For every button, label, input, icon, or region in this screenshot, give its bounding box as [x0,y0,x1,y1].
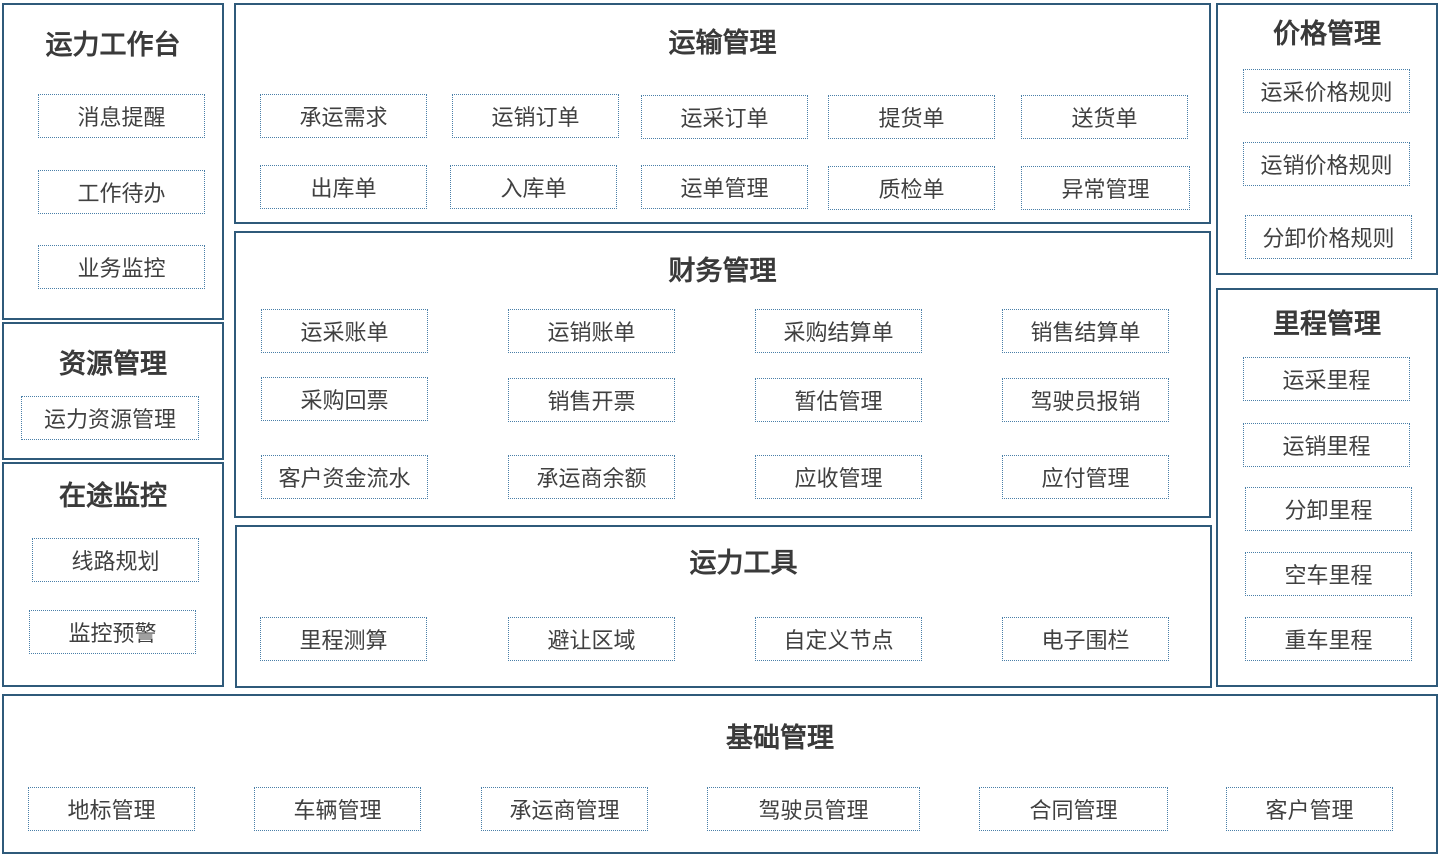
item-receivables[interactable]: 应收管理 [755,455,922,499]
item-mileage-calculation[interactable]: 里程测算 [260,617,427,661]
item-exception-management[interactable]: 异常管理 [1021,166,1190,210]
item-purchase-price-rule[interactable]: 运采价格规则 [1243,69,1410,113]
workbench-title: 运力工作台 [45,30,181,61]
item-payables[interactable]: 应付管理 [1002,455,1169,499]
panel-mileage: 里程管理 运采里程 运销里程 分卸里程 空车里程 重车里程 [1216,288,1438,687]
item-sales-transport-order[interactable]: 运销订单 [452,94,619,138]
transit-title: 在途监控 [59,481,167,512]
item-split-unload-mileage[interactable]: 分卸里程 [1245,487,1412,531]
item-sales-price-rule[interactable]: 运销价格规则 [1243,142,1410,186]
item-sales-transport-bill[interactable]: 运销账单 [508,309,675,353]
panel-resource: 资源管理 运力资源管理 [2,322,224,460]
item-purchase-transport-order[interactable]: 运采订单 [641,95,808,139]
finance-title: 财务管理 [668,256,777,287]
item-sales-mileage[interactable]: 运销里程 [1243,423,1410,467]
panel-finance: 财务管理 运采账单 运销账单 采购结算单 销售结算单 采购回票 销售开票 暂估管… [234,231,1211,518]
item-custom-node[interactable]: 自定义节点 [755,617,922,661]
item-inbound-order[interactable]: 入库单 [450,165,617,209]
item-split-unload-price-rule[interactable]: 分卸价格规则 [1245,215,1412,259]
panel-tools: 运力工具 里程测算 避让区域 自定义节点 电子围栏 [235,525,1212,688]
mileage-title: 里程管理 [1273,309,1381,340]
item-quality-inspection[interactable]: 质检单 [828,166,995,210]
item-avoidance-area[interactable]: 避让区域 [508,617,675,661]
item-customer-management[interactable]: 客户管理 [1226,787,1393,831]
item-vehicle-management[interactable]: 车辆管理 [254,787,421,831]
panel-transit: 在途监控 线路规划 监控预警 [2,462,224,687]
item-loaded-vehicle-mileage[interactable]: 重车里程 [1245,617,1412,661]
resource-title: 资源管理 [59,349,167,380]
item-carrier-balance[interactable]: 承运商余额 [508,455,675,499]
tools-title: 运力工具 [689,548,798,579]
item-monitor-warning[interactable]: 监控预警 [29,610,196,654]
panel-transport: 运输管理 承运需求 运销订单 运采订单 提货单 送货单 出库单 入库单 运单管理… [234,3,1211,224]
item-waybill-management[interactable]: 运单管理 [641,165,808,209]
panel-price: 价格管理 运采价格规则 运销价格规则 分卸价格规则 [1216,3,1438,275]
item-geofence[interactable]: 电子围栏 [1002,617,1169,661]
item-route-planning[interactable]: 线路规划 [32,538,199,582]
item-message-reminder[interactable]: 消息提醒 [38,94,205,138]
item-capacity-resource[interactable]: 运力资源管理 [21,396,199,440]
item-driver-reimbursement[interactable]: 驾驶员报销 [1002,378,1169,422]
item-business-monitor[interactable]: 业务监控 [38,245,205,289]
item-contract-management[interactable]: 合同管理 [979,787,1168,831]
item-purchase-settlement[interactable]: 采购结算单 [755,309,922,353]
item-customer-fund-flow[interactable]: 客户资金流水 [261,455,428,499]
item-carrier-demand[interactable]: 承运需求 [260,94,427,138]
item-purchase-transport-bill[interactable]: 运采账单 [261,309,428,353]
panel-base: 基础管理 地标管理 车辆管理 承运商管理 驾驶员管理 合同管理 客户管理 [2,694,1438,854]
transport-title: 运输管理 [668,28,777,59]
item-empty-vehicle-mileage[interactable]: 空车里程 [1245,552,1412,596]
item-purchase-invoice-return[interactable]: 采购回票 [261,377,428,421]
item-sales-settlement[interactable]: 销售结算单 [1002,309,1169,353]
item-sales-invoicing[interactable]: 销售开票 [508,378,675,422]
base-title: 基础管理 [726,723,834,754]
panel-workbench: 运力工作台 消息提醒 工作待办 业务监控 [2,3,224,320]
item-landmark-management[interactable]: 地标管理 [28,787,195,831]
item-driver-management[interactable]: 驾驶员管理 [707,787,920,831]
item-pickup-order[interactable]: 提货单 [828,95,995,139]
item-purchase-mileage[interactable]: 运采里程 [1243,357,1410,401]
item-outbound-order[interactable]: 出库单 [260,165,427,209]
item-delivery-order[interactable]: 送货单 [1021,95,1188,139]
item-carrier-management[interactable]: 承运商管理 [481,787,648,831]
price-title: 价格管理 [1273,19,1381,50]
item-work-todo[interactable]: 工作待办 [38,170,205,214]
item-provisional-estimate[interactable]: 暂估管理 [755,378,922,422]
